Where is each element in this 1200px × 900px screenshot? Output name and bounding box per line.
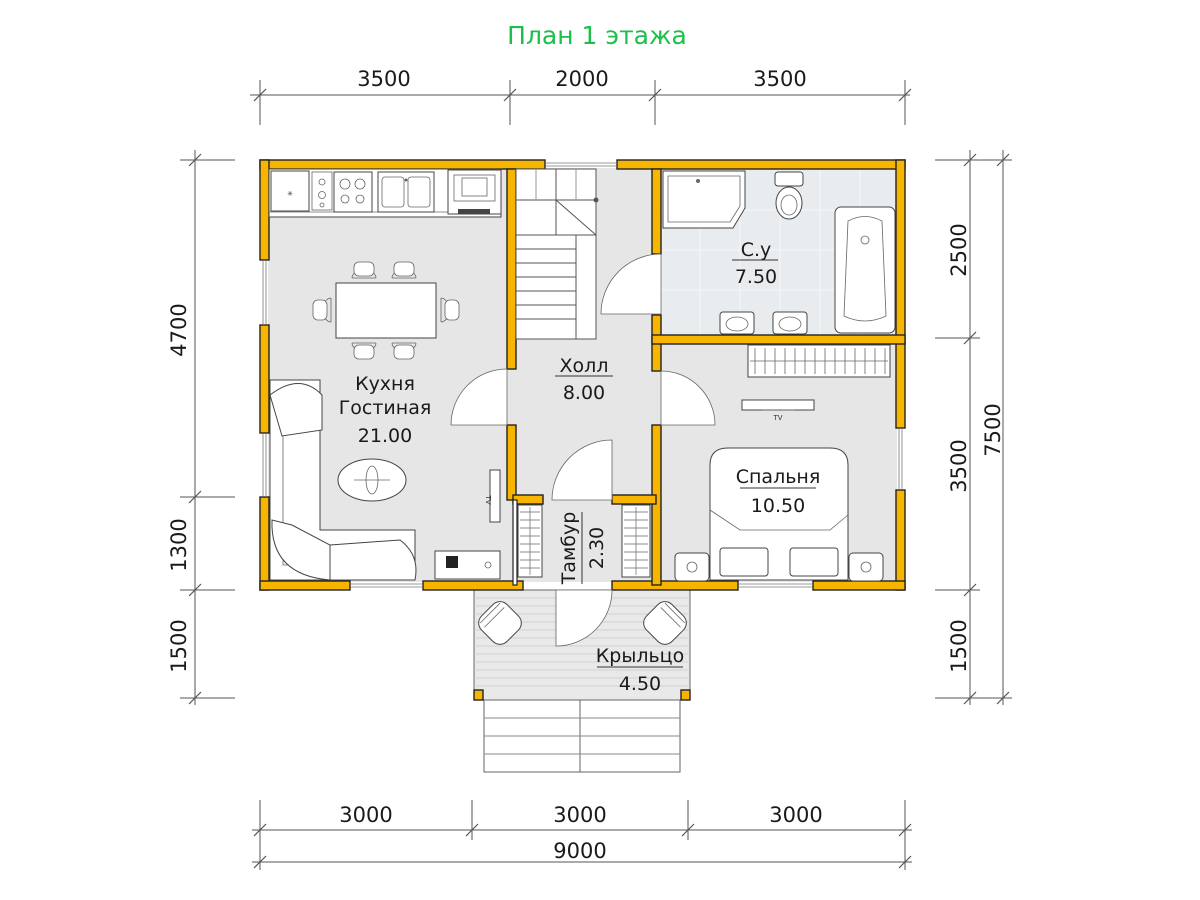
dining-table — [312, 261, 460, 360]
dim-left-3: 1500 — [167, 619, 191, 672]
room-bedroom-label: Спальня 10.50 — [736, 466, 821, 517]
wardrobe-bedroom — [747, 344, 891, 378]
dimension-left: 4700 1300 1500 — [167, 150, 235, 705]
room-name-kitchen-2: Гостиная — [339, 397, 432, 419]
washbasins — [719, 311, 808, 335]
room-vestibule-label: Тамбур 2.30 — [558, 512, 608, 586]
interior-walls — [506, 168, 906, 586]
dim-right-2: 3500 — [947, 439, 971, 492]
dimension-top: 3500 2000 3500 — [250, 67, 912, 125]
dim-bottom-1: 3000 — [339, 803, 392, 827]
dim-bottom-2: 3000 — [553, 803, 606, 827]
vestibule-closets — [517, 504, 651, 578]
room-name-vestibule: Тамбур — [558, 512, 580, 586]
room-area-bedroom: 10.50 — [751, 495, 805, 517]
shower-cabin — [662, 170, 746, 229]
dim-right-total: 7500 — [981, 403, 1005, 456]
double-bed — [709, 447, 849, 581]
dimension-right: 2500 3500 1500 7500 — [935, 150, 1012, 705]
dim-top-1: 3500 — [357, 67, 410, 91]
room-name-hall: Холл — [560, 355, 609, 377]
dim-bottom-3: 3000 — [769, 803, 822, 827]
room-area-vestibule: 2.30 — [586, 527, 608, 569]
kitchen-counter: ✳ — [268, 168, 502, 218]
room-kitchen-label: Кухня Гостиная 21.00 — [339, 373, 432, 447]
dim-top-3: 3500 — [753, 67, 806, 91]
porch-post-right — [680, 689, 691, 701]
bathtub — [834, 206, 896, 334]
porch-chairs — [478, 601, 687, 645]
porch-post-left — [473, 689, 484, 701]
corner-sofa — [269, 379, 417, 581]
tv-stand-kitchen: TV — [484, 469, 501, 523]
fridge-icon: ✳ — [287, 190, 293, 198]
exterior-walls — [259, 159, 906, 591]
door-swings — [450, 253, 716, 647]
nightstands — [674, 552, 884, 582]
plan-title: План 1 этажа — [507, 21, 687, 50]
coffee-table — [337, 458, 407, 502]
room-name-bedroom: Спальня — [736, 466, 821, 488]
porch-steps — [483, 699, 681, 773]
dim-right-3: 1500 — [947, 619, 971, 672]
room-hall-label: Холл 8.00 — [555, 355, 613, 404]
room-name-kitchen-1: Кухня — [355, 373, 415, 395]
dim-top-2: 2000 — [555, 67, 608, 91]
dimension-bottom: 3000 3000 3000 9000 — [252, 800, 912, 870]
staircase — [515, 168, 599, 340]
fireplace-stove — [434, 550, 501, 580]
room-name-porch: Крыльцо — [596, 645, 684, 667]
room-name-bathroom: С.у — [741, 239, 772, 261]
windows — [262, 162, 903, 588]
dim-left-1: 4700 — [167, 303, 191, 356]
tv-label-kitchen: TV — [484, 494, 492, 504]
room-area-bathroom: 7.50 — [735, 266, 777, 288]
room-bathroom-label: С.у 7.50 — [732, 239, 778, 288]
dim-right-1: 2500 — [947, 223, 971, 276]
tv-label-bedroom: TV — [772, 414, 782, 422]
room-area-porch: 4.50 — [619, 673, 661, 695]
tv-stand-bedroom: TV — [741, 399, 815, 422]
dim-left-2: 1300 — [167, 518, 191, 571]
room-porch-label: Крыльцо 4.50 — [596, 645, 684, 695]
room-area-hall: 8.00 — [563, 382, 605, 404]
toilet — [774, 171, 804, 220]
room-area-kitchen: 21.00 — [358, 425, 412, 447]
dim-bottom-total: 9000 — [553, 839, 606, 863]
